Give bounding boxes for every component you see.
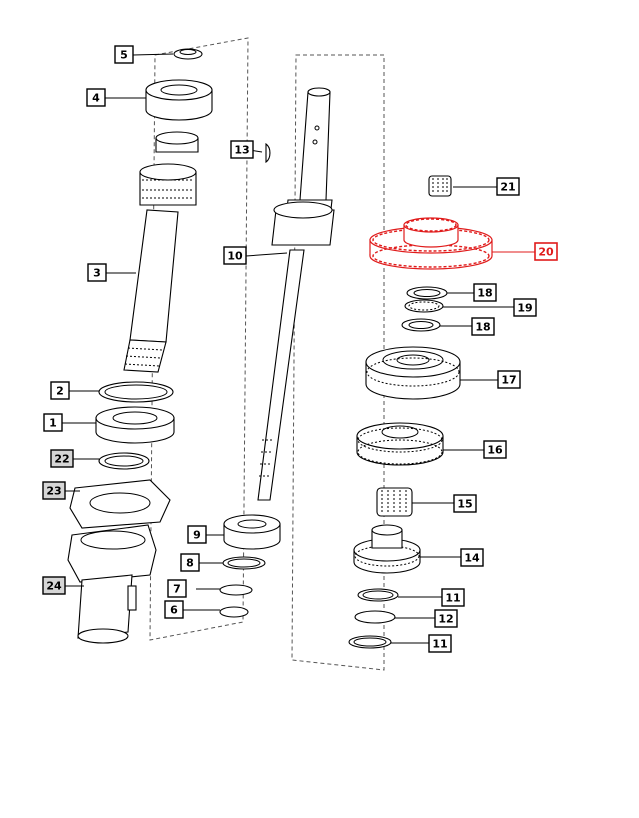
- part-20-gear-highlighted: [369, 217, 493, 270]
- svg-text:6: 6: [170, 604, 178, 617]
- callout-19[interactable]: 19: [513, 298, 537, 317]
- svg-text:23: 23: [46, 485, 61, 498]
- part-4-bearing: [145, 79, 213, 121]
- part-14-gear: [353, 524, 421, 574]
- svg-text:7: 7: [173, 583, 181, 596]
- svg-text:24: 24: [46, 580, 62, 593]
- svg-text:20: 20: [538, 246, 554, 259]
- part-8-snap-ring: [222, 556, 266, 570]
- part-17-synchronizer-assembly: [365, 346, 461, 400]
- callout-22[interactable]: 22: [50, 449, 74, 468]
- callout-20-highlighted[interactable]: 20: [534, 242, 558, 261]
- svg-text:1: 1: [49, 417, 57, 430]
- callout-15[interactable]: 15: [453, 494, 477, 513]
- callout-3[interactable]: 3: [87, 263, 107, 282]
- svg-text:9: 9: [193, 529, 201, 542]
- leader-lines: [62, 53, 535, 644]
- part-15-needle-bearing: [376, 487, 413, 517]
- svg-text:15: 15: [457, 498, 472, 511]
- svg-text:12: 12: [438, 613, 453, 626]
- part-11-thrust-washer-upper: [357, 588, 399, 602]
- callout-18-upper[interactable]: 18: [473, 283, 497, 302]
- left-dashed-frame: [149, 37, 249, 641]
- callout-21[interactable]: 21: [496, 177, 520, 196]
- part-6-snap-ring: [219, 606, 249, 618]
- svg-text:19: 19: [517, 302, 532, 315]
- callout-4[interactable]: 4: [86, 88, 106, 107]
- part-10-main-shaft: [257, 87, 335, 501]
- callout-5[interactable]: 5: [114, 45, 134, 64]
- svg-text:8: 8: [186, 557, 194, 570]
- middle-dashed-frame: [291, 54, 385, 671]
- callout-11-upper[interactable]: 11: [441, 588, 465, 607]
- svg-text:10: 10: [227, 250, 243, 263]
- part-18-thrust-washer-upper: [406, 286, 448, 300]
- callout-14[interactable]: 14: [460, 548, 484, 567]
- part-21-needle-bearing: [428, 175, 452, 197]
- part-22-ring: [98, 452, 150, 470]
- part-13-key: [265, 142, 271, 164]
- part-11-thrust-washer-lower: [348, 635, 392, 649]
- svg-text:16: 16: [487, 444, 503, 457]
- part-7-washer: [219, 584, 253, 596]
- svg-text:17: 17: [501, 374, 516, 387]
- svg-text:11: 11: [432, 638, 447, 651]
- callout-18-lower[interactable]: 18: [471, 317, 495, 336]
- svg-text:11: 11: [445, 592, 460, 605]
- callout-7[interactable]: 7: [167, 579, 187, 598]
- svg-text:5: 5: [120, 49, 128, 62]
- callout-8[interactable]: 8: [180, 553, 200, 572]
- callout-24[interactable]: 24: [42, 576, 66, 595]
- part-9-bearing: [223, 514, 281, 550]
- svg-text:18: 18: [477, 287, 492, 300]
- part-5-seal: [173, 48, 203, 60]
- callout-13[interactable]: 13: [230, 140, 254, 159]
- part-16-gear: [356, 422, 444, 466]
- callout-9[interactable]: 9: [187, 525, 207, 544]
- part-18-thrust-washer-lower: [401, 318, 441, 332]
- callout-17[interactable]: 17: [497, 370, 521, 389]
- callout-23[interactable]: 23: [42, 481, 66, 500]
- svg-text:18: 18: [475, 321, 490, 334]
- svg-text:2: 2: [56, 385, 64, 398]
- callout-11-lower[interactable]: 11: [428, 634, 452, 653]
- callout-2[interactable]: 2: [50, 381, 70, 400]
- callout-16[interactable]: 16: [483, 440, 507, 459]
- part-2-snap-ring: [98, 381, 174, 403]
- part-3-input-shaft: [123, 131, 199, 373]
- part-1-bearing: [95, 406, 175, 444]
- svg-text:3: 3: [93, 267, 101, 280]
- svg-text:13: 13: [234, 144, 249, 157]
- callout-6[interactable]: 6: [164, 600, 184, 619]
- callout-12[interactable]: 12: [434, 609, 458, 628]
- svg-text:14: 14: [464, 552, 480, 565]
- svg-text:21: 21: [500, 181, 515, 194]
- callout-10[interactable]: 10: [223, 246, 247, 265]
- part-12-snap-ring: [354, 610, 396, 624]
- part-23-gasket: [69, 479, 171, 529]
- part-19-ring: [404, 299, 444, 313]
- svg-text:4: 4: [92, 92, 100, 105]
- callout-1[interactable]: 1: [43, 413, 63, 432]
- part-24-retainer-housing: [67, 524, 157, 644]
- svg-text:22: 22: [54, 453, 69, 466]
